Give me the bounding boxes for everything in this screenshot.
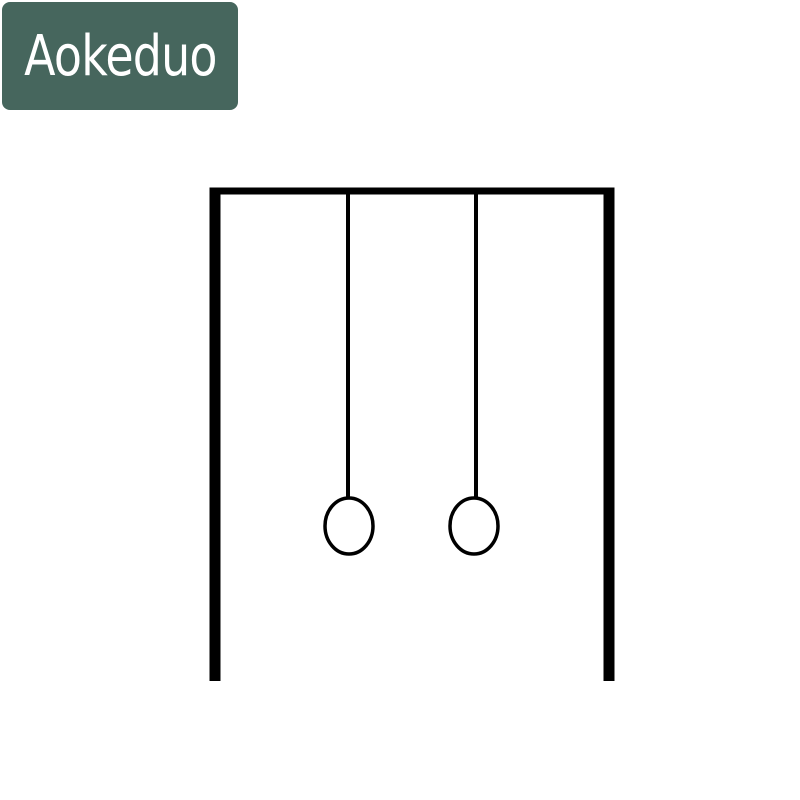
brand-logo-text: Aokeduo bbox=[23, 23, 217, 89]
left-ring bbox=[323, 496, 375, 556]
right-ring bbox=[448, 496, 500, 556]
brand-badge: Aokeduo bbox=[2, 2, 238, 110]
